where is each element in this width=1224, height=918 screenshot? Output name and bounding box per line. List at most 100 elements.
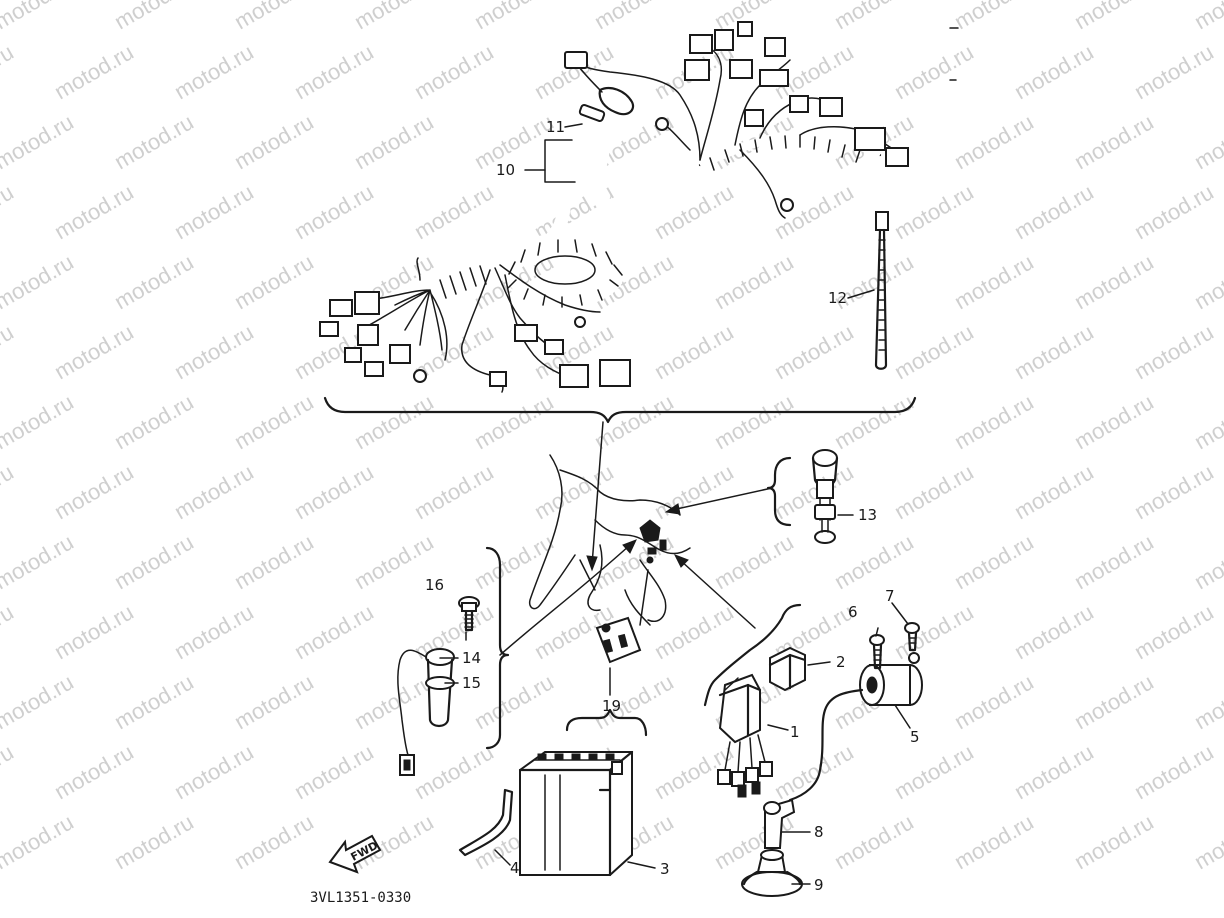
- spark-plug-cap: [763, 798, 796, 849]
- watermark-text: motod.ru: [0, 109, 78, 174]
- watermark-text: motod.ru: [1010, 739, 1098, 804]
- watermark-text: motod.ru: [0, 39, 18, 104]
- watermark-text: motod.ru: [410, 179, 498, 244]
- bolt-16: [458, 596, 480, 632]
- watermark-text: motod.ru: [0, 319, 18, 384]
- watermark-text: motod.ru: [650, 319, 738, 384]
- cable-tie: [874, 211, 889, 370]
- watermark-text: motod.ru: [470, 0, 558, 34]
- watermark-text: motod.ru: [110, 249, 198, 314]
- watermark-text: motod.ru: [1070, 529, 1158, 594]
- watermark-text: motod.ru: [1070, 389, 1158, 454]
- watermark-text: motod.ru: [290, 739, 378, 804]
- callout-labels: 11 10 12 13 16 14 15 19 1 2 6 7 5 8 9 3 …: [425, 118, 920, 894]
- watermark-text: motod.ru: [830, 809, 918, 874]
- watermark-text: motod.ru: [0, 739, 18, 804]
- watermark-text: motod.ru: [410, 739, 498, 804]
- watermark-text: motod.ru: [50, 39, 138, 104]
- watermark-text: motod.ru: [50, 739, 138, 804]
- callout-15: 15: [462, 674, 481, 692]
- callout-5: 5: [910, 728, 920, 746]
- drawing-code: 3VL1351-0330: [310, 890, 411, 906]
- callout-8: 8: [814, 823, 824, 841]
- watermark-text: motod.ru: [1130, 459, 1218, 524]
- watermark-text: motod.ru: [290, 39, 378, 104]
- watermark-text: motod.ru: [770, 179, 858, 244]
- watermark-text: motod.ru: [1130, 39, 1218, 104]
- watermark-text: motod.ru: [710, 529, 798, 594]
- watermark-text: motod.ru: [50, 319, 138, 384]
- watermark-text: motod.ru: [890, 739, 978, 804]
- watermark-text: motod.ru: [1070, 109, 1158, 174]
- watermark-text: motod.ru: [830, 529, 918, 594]
- watermark-text: motod.ru: [110, 809, 198, 874]
- watermark-text: motod.ru: [230, 249, 318, 314]
- watermark-text: motod.ru: [1070, 809, 1158, 874]
- watermark-text: motod.ru: [50, 599, 138, 664]
- watermark-text: motod.ru: [950, 809, 1038, 874]
- battery-bracket: [565, 708, 648, 737]
- watermark-text: motod.ru: [230, 529, 318, 594]
- watermark-text: motod.ru: [770, 319, 858, 384]
- watermark-text: motod.ru: [50, 179, 138, 244]
- watermark-text: motod.ru: [1070, 0, 1158, 34]
- callout-7: 7: [885, 587, 895, 605]
- breather-tube: [458, 788, 514, 857]
- watermark-text: motod.ru: [1130, 599, 1218, 664]
- watermark-text: motod.ru: [950, 249, 1038, 314]
- plug-cover: [741, 849, 803, 897]
- callout-4: 4: [510, 859, 520, 877]
- watermark-text: motod.ru: [1010, 599, 1098, 664]
- watermark-text: motod.ru: [230, 109, 318, 174]
- watermark-text: motod.ru: [470, 669, 558, 734]
- watermark-text: motod.ru: [710, 249, 798, 314]
- callout-leaders: [439, 123, 911, 885]
- watermark-text: motod.ru: [0, 459, 18, 524]
- watermark-text: motod.ru: [1190, 0, 1224, 34]
- watermark-text: motod.ru: [0, 529, 78, 594]
- watermark-text: motod.ru: [890, 39, 978, 104]
- watermark-text: motod.ru: [1190, 249, 1224, 314]
- mount-bracket-19: [595, 616, 642, 664]
- screw-6: [869, 634, 885, 670]
- watermark-text: motod.ru: [650, 459, 738, 524]
- watermark-text: motod.ru: [1190, 529, 1224, 594]
- stray-marks: [949, 27, 959, 81]
- watermark-text: motod.ru: [0, 0, 78, 34]
- watermark-text: motod.ru: [110, 389, 198, 454]
- watermark-text: motod.ru: [1130, 319, 1218, 384]
- ignition-coil: [788, 652, 923, 802]
- watermark-text: motod.ru: [110, 529, 198, 594]
- watermark-text: motod.ru: [290, 179, 378, 244]
- watermark-text: motod.ru: [50, 459, 138, 524]
- watermark-text: motod.ru: [290, 459, 378, 524]
- watermark-text: motod.ru: [1190, 809, 1224, 874]
- watermark-text: motod.ru: [950, 0, 1038, 34]
- callout-14: 14: [462, 649, 481, 667]
- watermark-text: motod.ru: [890, 319, 978, 384]
- watermark-text: motod.ru: [1130, 739, 1218, 804]
- watermark-text: motod.ru: [0, 669, 78, 734]
- watermark-text: motod.ru: [0, 809, 78, 874]
- watermark-text: motod.ru: [1070, 249, 1158, 314]
- watermark-text: motod.ru: [890, 179, 978, 244]
- callout-12: 12: [828, 289, 847, 307]
- bracket-left: [485, 546, 510, 750]
- wire-harness: [319, 21, 909, 393]
- callout-3: 3: [660, 860, 670, 878]
- bracket-13: [766, 456, 792, 527]
- watermark-text: motod.ru: [0, 599, 18, 664]
- watermark-text: motod.ru: [290, 599, 378, 664]
- screw-7: [904, 622, 920, 652]
- watermark-text: motod.ru: [410, 459, 498, 524]
- watermark-text: motod.ru: [710, 389, 798, 454]
- watermark-text: motod.ru: [950, 669, 1038, 734]
- sensor-assembly: [397, 648, 455, 776]
- watermark-text: motod.ru: [1130, 179, 1218, 244]
- watermark-text: motod.ru: [1190, 669, 1224, 734]
- watermark-text: motod.ru: [1010, 319, 1098, 384]
- watermark-text: motod.ru: [410, 39, 498, 104]
- watermark-text: motod.ru: [1010, 179, 1098, 244]
- watermark-text: motod.ru: [470, 389, 558, 454]
